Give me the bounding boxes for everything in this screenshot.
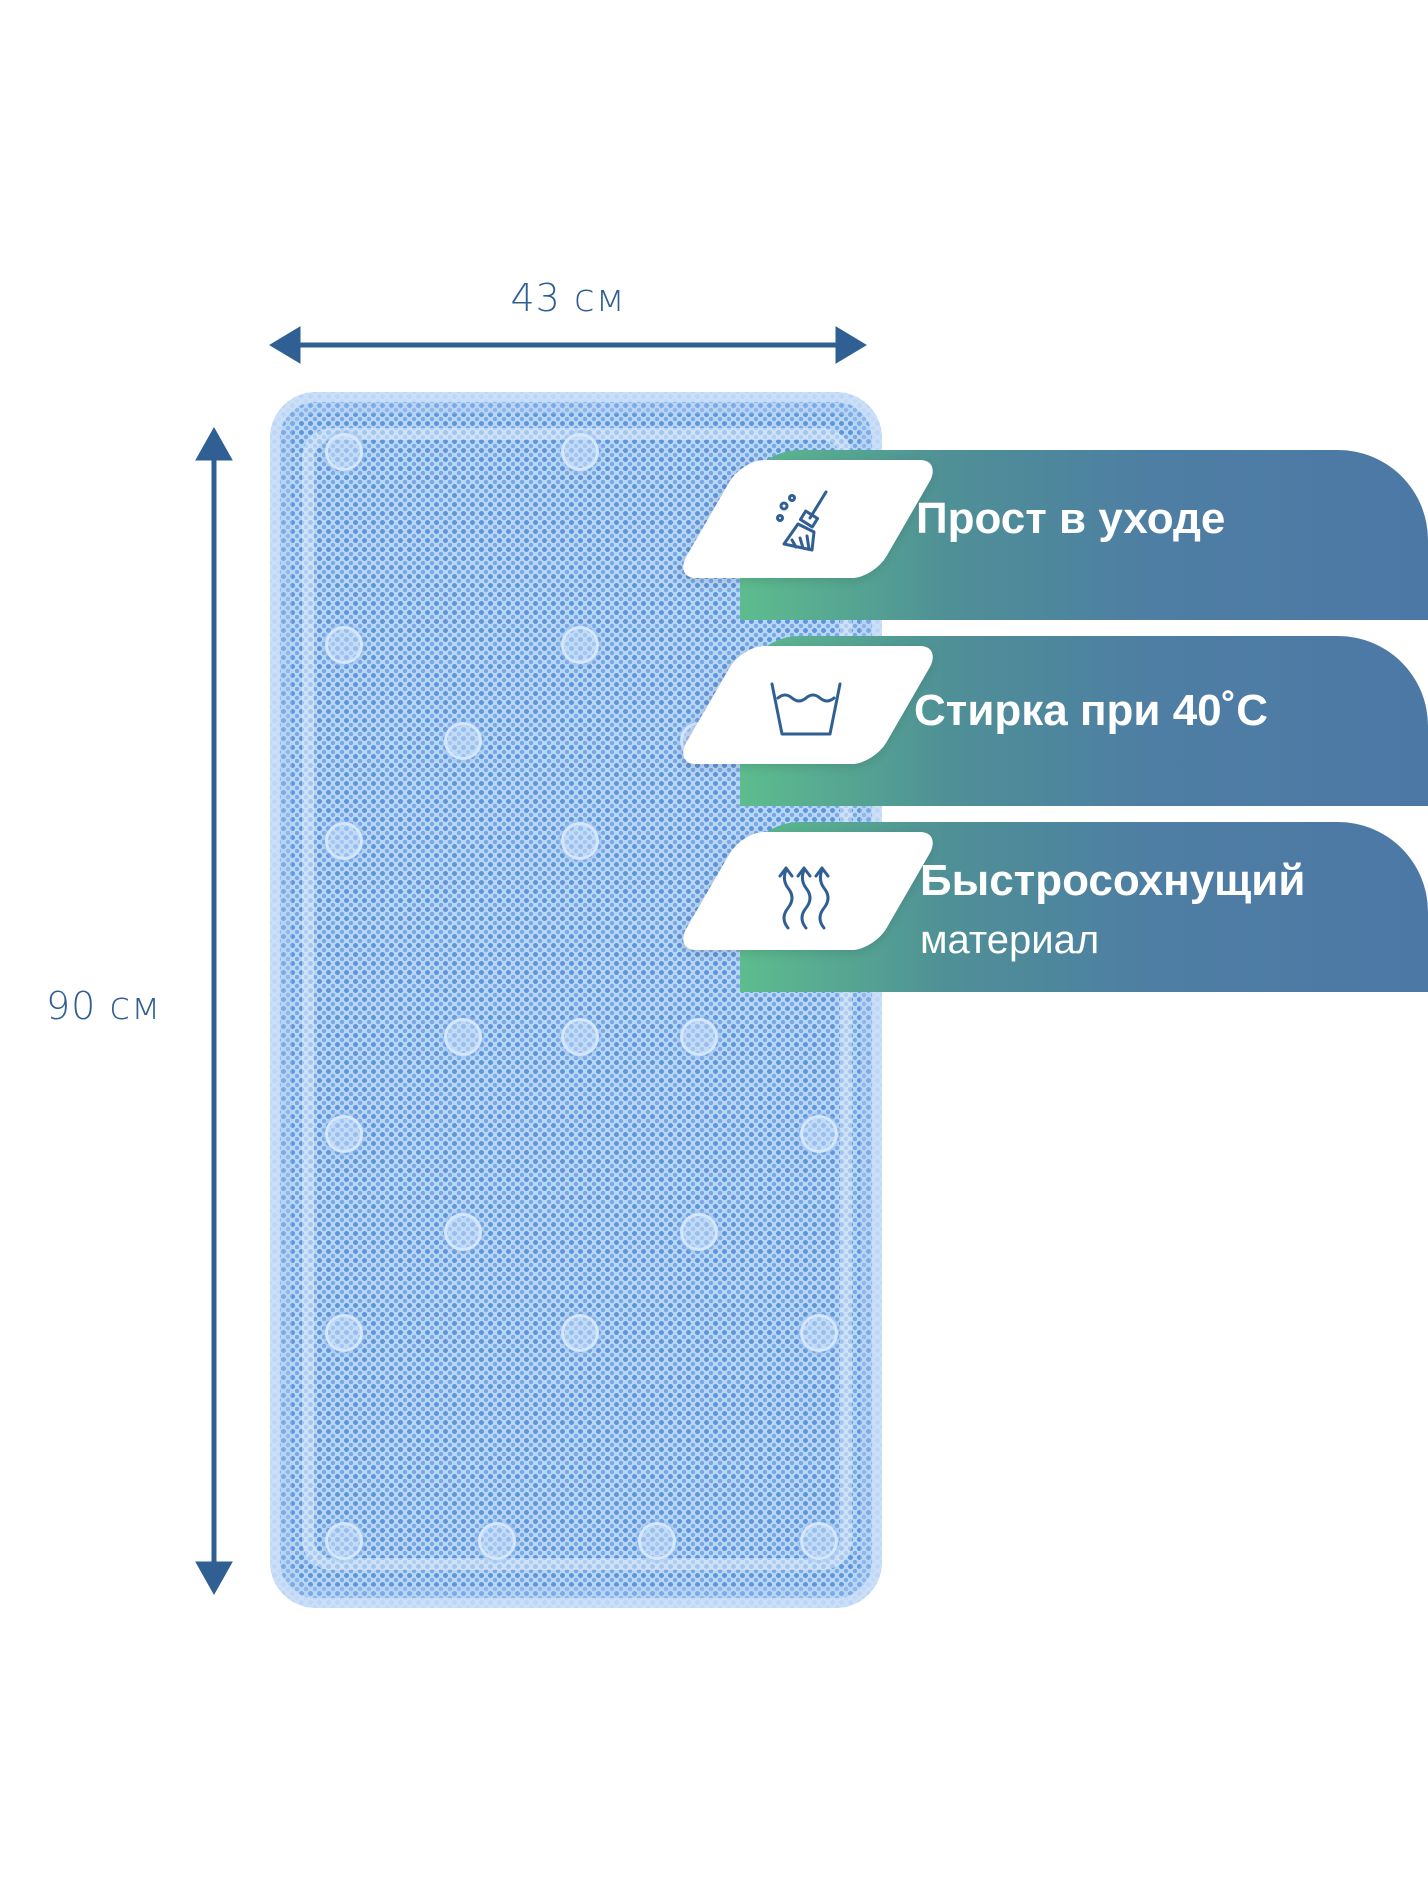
suction-cup [561, 822, 599, 860]
suction-cup [325, 1314, 363, 1352]
suction-cup [444, 1213, 482, 1251]
suction-cup [561, 1018, 599, 1056]
feature-title: Прост в уходе [916, 494, 1226, 543]
suction-cup [444, 722, 482, 760]
suction-cup [800, 1115, 838, 1153]
height-dimension-label: 90 см [46, 984, 161, 1028]
suction-cup [325, 1522, 363, 1560]
broom-cleaning-icon [776, 490, 828, 552]
suction-cup [680, 1213, 718, 1251]
width-arrow [269, 326, 867, 364]
suction-cup [561, 433, 599, 471]
suction-cup [478, 1522, 516, 1560]
feature-title: Стирка при 40˚С [914, 686, 1269, 735]
suction-cup [325, 822, 363, 860]
width-dimension-label: 43 см [510, 276, 626, 320]
suction-cup [325, 1115, 363, 1153]
suction-cup [800, 1314, 838, 1352]
suction-cup [638, 1522, 676, 1560]
suction-cup [561, 1314, 599, 1352]
bath-mat-image [270, 392, 882, 1608]
heat-waves-drying-icon [778, 866, 830, 930]
suction-cup [325, 626, 363, 664]
suction-cup [444, 1018, 482, 1056]
height-arrow [195, 426, 233, 1596]
wash-basin-40-icon [770, 682, 842, 736]
suction-cup [800, 1522, 838, 1560]
suction-cup [680, 1018, 718, 1056]
suction-cup [325, 433, 363, 471]
feature-subtitle: материал [920, 918, 1100, 962]
suction-cup [561, 626, 599, 664]
feature-title: Быстросохнущий [920, 856, 1306, 905]
